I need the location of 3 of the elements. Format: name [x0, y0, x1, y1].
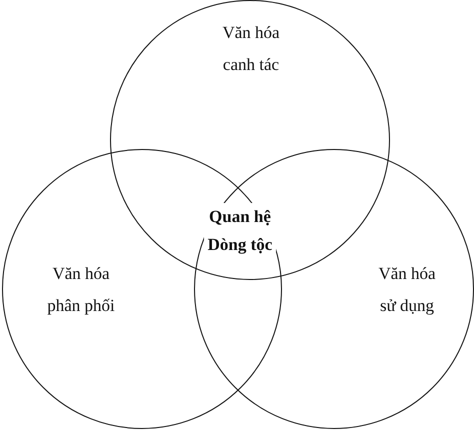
circle-label: Văn hóa canh tác	[221, 22, 281, 76]
circle-label: Văn hóa sử dụng	[377, 263, 437, 317]
circle-label: Văn hóa phân phối	[46, 263, 116, 317]
